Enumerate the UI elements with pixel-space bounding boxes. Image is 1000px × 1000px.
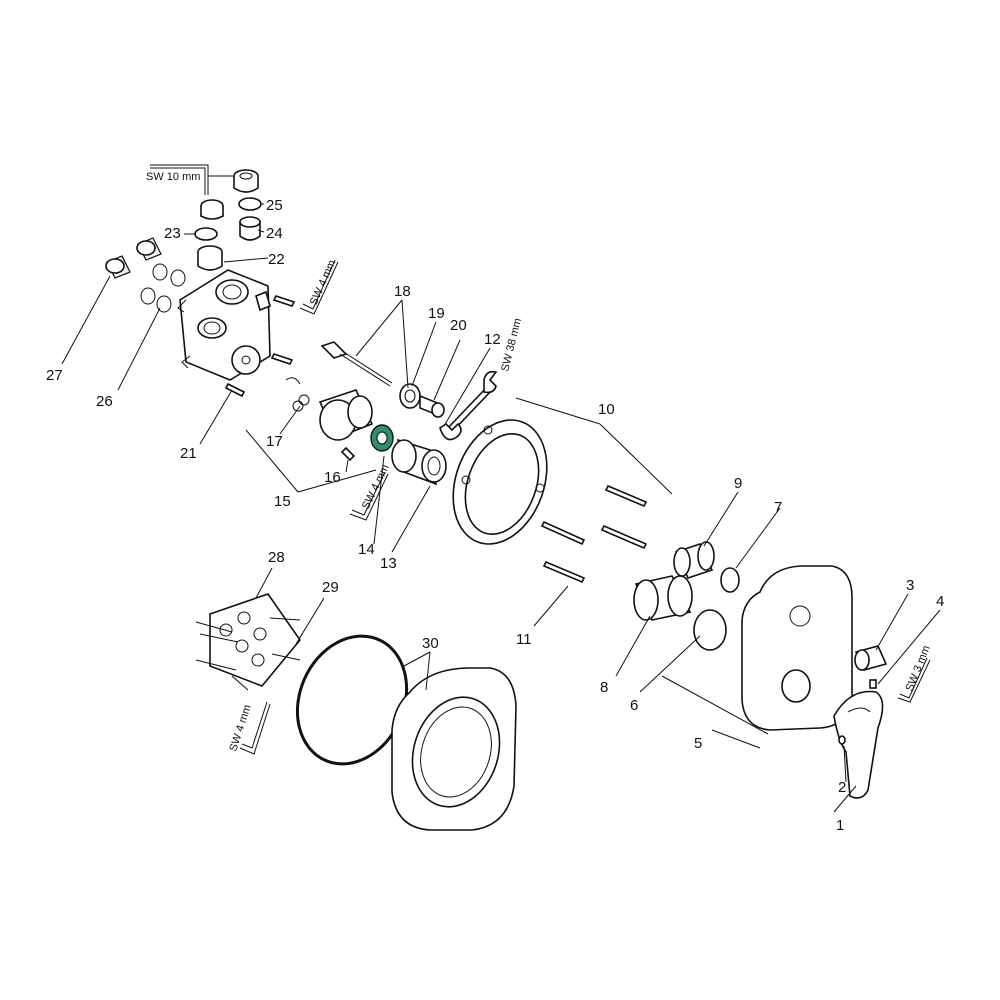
part-number-labels: 1 2 3 4 5 6 7 8 9 10 11 12 13 14 15 16 1… bbox=[46, 197, 944, 834]
label-part-16: 16 bbox=[324, 469, 341, 486]
label-part-29: 29 bbox=[322, 579, 339, 596]
tool-label-sw4-top: SW 4 mm bbox=[308, 258, 339, 307]
part-27-fittings bbox=[105, 237, 162, 279]
part-25-connector bbox=[233, 169, 262, 211]
part-5-cover-plate bbox=[741, 565, 853, 731]
part-14-lock-nut bbox=[370, 424, 394, 452]
label-part-13: 13 bbox=[380, 555, 397, 572]
label-part-27: 27 bbox=[46, 367, 63, 384]
part-3-knob bbox=[854, 645, 888, 671]
label-part-4: 4 bbox=[936, 593, 944, 610]
valve-body bbox=[177, 269, 271, 381]
label-part-3: 3 bbox=[906, 577, 914, 594]
label-part-20: 20 bbox=[450, 317, 467, 334]
label-part-30: 30 bbox=[422, 635, 439, 652]
part-19-cartridge-top bbox=[399, 383, 421, 409]
part-4-grub-screw bbox=[869, 679, 877, 689]
label-part-28: 28 bbox=[268, 549, 285, 566]
label-part-14: 14 bbox=[358, 541, 375, 558]
part-21-screws bbox=[224, 295, 296, 398]
part-11-screws bbox=[540, 484, 648, 584]
valve-body-assembly: SW 10 mm bbox=[105, 164, 339, 398]
part-1-lever-handle bbox=[833, 690, 884, 799]
leader-lines bbox=[61, 175, 941, 813]
label-part-11: 11 bbox=[516, 631, 532, 648]
part-8-knob-sleeve bbox=[633, 575, 693, 621]
label-part-15: 15 bbox=[274, 493, 291, 510]
label-part-8: 8 bbox=[600, 679, 608, 696]
hex-key-sw4-bottom bbox=[239, 703, 271, 755]
label-part-17: 17 bbox=[266, 433, 283, 450]
part-9-sleeve bbox=[673, 541, 715, 579]
part-15-cartridge bbox=[318, 389, 374, 441]
label-part-24: 24 bbox=[266, 225, 283, 242]
part-28-bracket bbox=[195, 593, 302, 691]
tool-label-sw4-bottom: SW 4 mm bbox=[227, 703, 253, 753]
label-part-7: 7 bbox=[774, 499, 782, 516]
part-13-sleeve bbox=[391, 438, 447, 486]
part-6-ring bbox=[693, 609, 727, 651]
part-7-o-ring bbox=[720, 567, 740, 593]
tool-label-sw10: SW 10 mm bbox=[146, 171, 200, 183]
part-30-extension-frame bbox=[391, 667, 517, 831]
label-part-10: 10 bbox=[598, 401, 615, 418]
part-22-insert bbox=[197, 245, 223, 271]
trim-assembly: SW 3 mm bbox=[452, 419, 933, 799]
part-26-o-rings bbox=[140, 263, 186, 313]
label-part-23: 23 bbox=[164, 225, 181, 242]
part-24-check-valve bbox=[239, 216, 261, 241]
label-part-19: 19 bbox=[428, 305, 445, 322]
label-part-1: 1 bbox=[836, 817, 844, 834]
part-23-o-ring bbox=[194, 227, 218, 241]
part-17-clip bbox=[285, 377, 310, 412]
part-2-screw bbox=[838, 735, 846, 745]
part-top-nipple bbox=[200, 199, 224, 220]
label-part-21: 21 bbox=[180, 445, 197, 462]
tool-label-sw38: SW 38 mm bbox=[499, 317, 524, 373]
label-part-6: 6 bbox=[630, 697, 638, 714]
part-20-adapter bbox=[419, 394, 445, 418]
label-part-26: 26 bbox=[96, 393, 113, 410]
label-part-2: 2 bbox=[838, 779, 846, 796]
label-part-12: 12 bbox=[484, 331, 501, 348]
hex-key-sw10 bbox=[150, 164, 209, 195]
label-part-25: 25 bbox=[266, 197, 283, 214]
installation-set: SW 4 mm bbox=[195, 593, 517, 831]
part-16-screw bbox=[340, 446, 356, 462]
part-18-spindle bbox=[320, 341, 393, 387]
label-part-5: 5 bbox=[694, 735, 702, 752]
hex-key-sw3 bbox=[897, 659, 931, 703]
label-part-22: 22 bbox=[268, 251, 285, 268]
part-10-mounting-ring bbox=[452, 419, 548, 545]
label-part-18: 18 bbox=[394, 283, 411, 300]
part-12-wrench bbox=[439, 370, 498, 441]
hex-key-sw4-top bbox=[299, 261, 339, 315]
label-part-9: 9 bbox=[734, 475, 742, 492]
